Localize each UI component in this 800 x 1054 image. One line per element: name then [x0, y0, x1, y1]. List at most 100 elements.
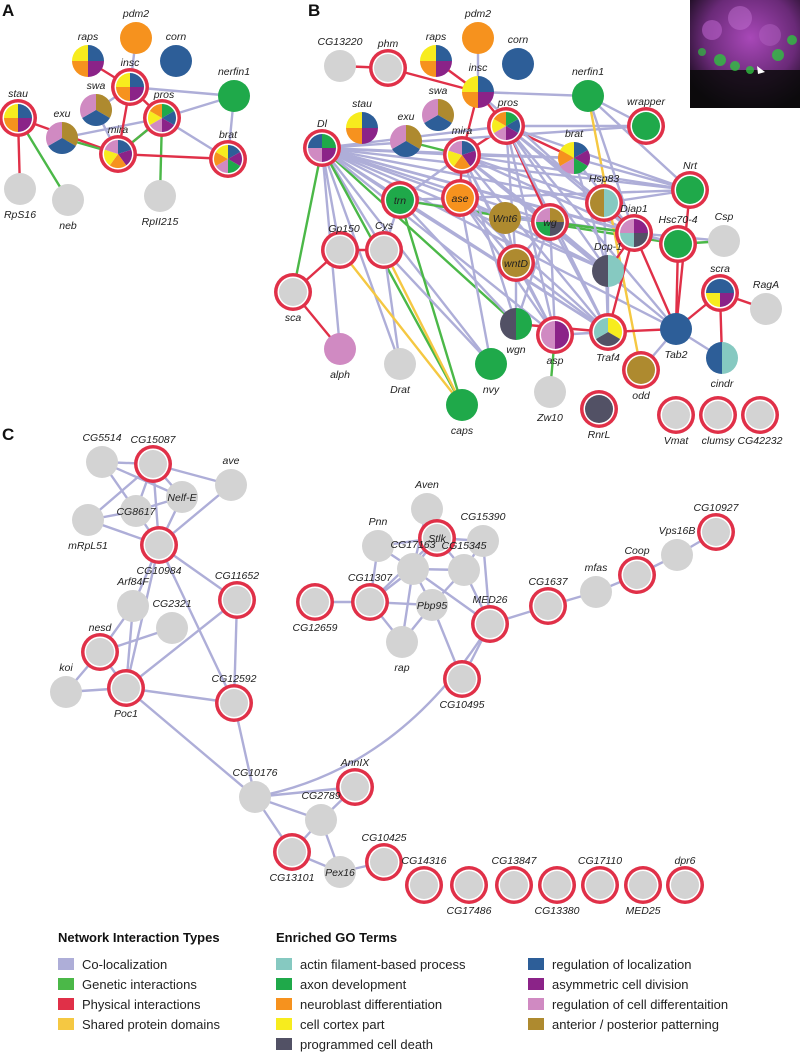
node-B-trn[interactable] [381, 181, 419, 219]
node-C-mRpL51[interactable] [72, 504, 104, 536]
node-A-RpS16[interactable] [4, 173, 36, 205]
node-A-mira[interactable] [99, 135, 137, 173]
node-B-sca[interactable] [274, 273, 312, 311]
node-C-MED25[interactable] [624, 866, 662, 904]
node-B-Gp150[interactable] [321, 231, 359, 269]
node-C-CG13847[interactable] [495, 866, 533, 904]
node-C-Pex16[interactable] [324, 856, 356, 888]
node-C-CG13101[interactable] [273, 833, 311, 871]
node-B-Csp[interactable] [708, 225, 740, 257]
node-C-CG10495[interactable] [443, 660, 481, 698]
node-C-Poc1[interactable] [107, 669, 145, 707]
node-B-CG42232[interactable] [741, 396, 779, 434]
node-A-pros[interactable] [143, 99, 181, 137]
node-C-CG15345[interactable] [448, 554, 480, 586]
node-A-swa[interactable] [79, 94, 112, 126]
node-B-wgn[interactable] [500, 308, 532, 340]
node-C-CG15390[interactable] [467, 525, 499, 557]
node-C-CG8617[interactable] [120, 495, 152, 527]
node-B-stau[interactable] [346, 112, 378, 144]
node-C-CG5514[interactable] [86, 446, 118, 478]
node-C-Pbp95[interactable] [416, 589, 448, 621]
node-C-CG14316[interactable] [405, 866, 443, 904]
node-C-mfas[interactable] [580, 576, 612, 608]
node-B-Dcp-1[interactable] [592, 255, 624, 287]
node-B-CG13220[interactable] [324, 50, 356, 82]
node-B-Diap1[interactable] [615, 214, 653, 252]
node-C-CG10984[interactable] [140, 526, 178, 564]
node-C-ave[interactable] [215, 469, 247, 501]
node-C-CG12592[interactable] [215, 684, 253, 722]
node-B-Dl[interactable] [303, 129, 341, 167]
node-B-cindr[interactable] [706, 342, 738, 374]
node-C-CG17486[interactable] [450, 866, 488, 904]
node-C-Stlk[interactable] [418, 519, 456, 557]
node-C-CG15087[interactable] [134, 445, 172, 483]
node-B-nvy[interactable] [475, 348, 507, 380]
node-C-Aven[interactable] [411, 493, 443, 525]
node-C-CG17110[interactable] [581, 866, 619, 904]
node-B-odd[interactable] [622, 351, 660, 389]
node-C-CG1637[interactable] [529, 587, 567, 625]
node-B-wntD[interactable] [497, 244, 535, 282]
node-C-Arf84F[interactable] [117, 590, 149, 622]
node-A-exu[interactable] [46, 122, 78, 154]
node-C-koi[interactable] [50, 676, 82, 708]
node-A-nerfin1[interactable] [218, 80, 250, 112]
node-C-Nelf-E[interactable] [166, 481, 198, 513]
node-C-CG11652[interactable] [218, 581, 256, 619]
node-C-AnnIX[interactable] [336, 768, 374, 806]
node-B-nerfin1[interactable] [572, 80, 604, 112]
node-B-phm[interactable] [369, 49, 407, 87]
node-B-exu[interactable] [389, 125, 423, 158]
node-C-Coop[interactable] [618, 556, 656, 594]
node-B-clumsy[interactable] [699, 396, 737, 434]
node-B-brat[interactable] [558, 142, 591, 174]
node-B-Cys[interactable] [365, 231, 403, 269]
node-B-asp[interactable] [536, 316, 574, 354]
node-A-raps[interactable] [72, 45, 104, 77]
node-C-CG2321[interactable] [156, 612, 188, 644]
node-B-Hsc70-4[interactable] [659, 225, 697, 263]
node-A-RpII215[interactable] [144, 180, 176, 212]
node-B-alph[interactable] [324, 333, 356, 365]
node-C-MED26[interactable] [471, 605, 509, 643]
node-B-raps[interactable] [420, 45, 452, 77]
node-B-ase[interactable] [441, 179, 479, 217]
node-C-nesd[interactable] [81, 633, 119, 671]
node-B-pdm2[interactable] [462, 22, 494, 54]
node-B-mira[interactable] [443, 136, 481, 174]
node-A-brat[interactable] [209, 140, 247, 178]
node-B-Vmat[interactable] [657, 396, 695, 434]
node-B-Wnt6[interactable] [489, 202, 521, 234]
node-C-CG12659[interactable] [296, 583, 334, 621]
node-C-CG10927[interactable] [697, 513, 735, 551]
node-B-Hsp83[interactable] [585, 184, 623, 222]
node-B-scra[interactable] [701, 274, 739, 312]
node-B-caps[interactable] [446, 389, 478, 421]
node-A-pdm2[interactable] [120, 22, 152, 54]
node-B-insc[interactable] [462, 76, 494, 108]
node-B-Zw10[interactable] [534, 376, 566, 408]
node-B-RnrL[interactable] [580, 390, 618, 428]
node-B-Drat[interactable] [384, 348, 416, 380]
node-B-swa[interactable] [422, 98, 455, 132]
node-B-corn[interactable] [502, 48, 534, 80]
node-B-wg[interactable] [531, 203, 569, 241]
node-C-CG13380[interactable] [538, 866, 576, 904]
node-A-neb[interactable] [52, 184, 84, 216]
node-B-Nrt[interactable] [671, 171, 709, 209]
node-C-CG11307[interactable] [351, 583, 389, 621]
node-C-Vps16B[interactable] [661, 539, 693, 571]
node-C-rap[interactable] [386, 626, 418, 658]
node-C-CG10176[interactable] [239, 781, 271, 813]
node-C-Pnn[interactable] [362, 530, 394, 562]
node-B-Tab2[interactable] [660, 313, 692, 345]
node-C-CG10425[interactable] [365, 843, 403, 881]
node-B-RagA[interactable] [750, 293, 782, 325]
node-A-stau[interactable] [0, 99, 37, 137]
node-C-CG2789[interactable] [305, 804, 337, 836]
node-A-corn[interactable] [160, 45, 192, 77]
node-B-pros[interactable] [487, 107, 525, 145]
node-B-Traf4[interactable] [589, 313, 627, 351]
